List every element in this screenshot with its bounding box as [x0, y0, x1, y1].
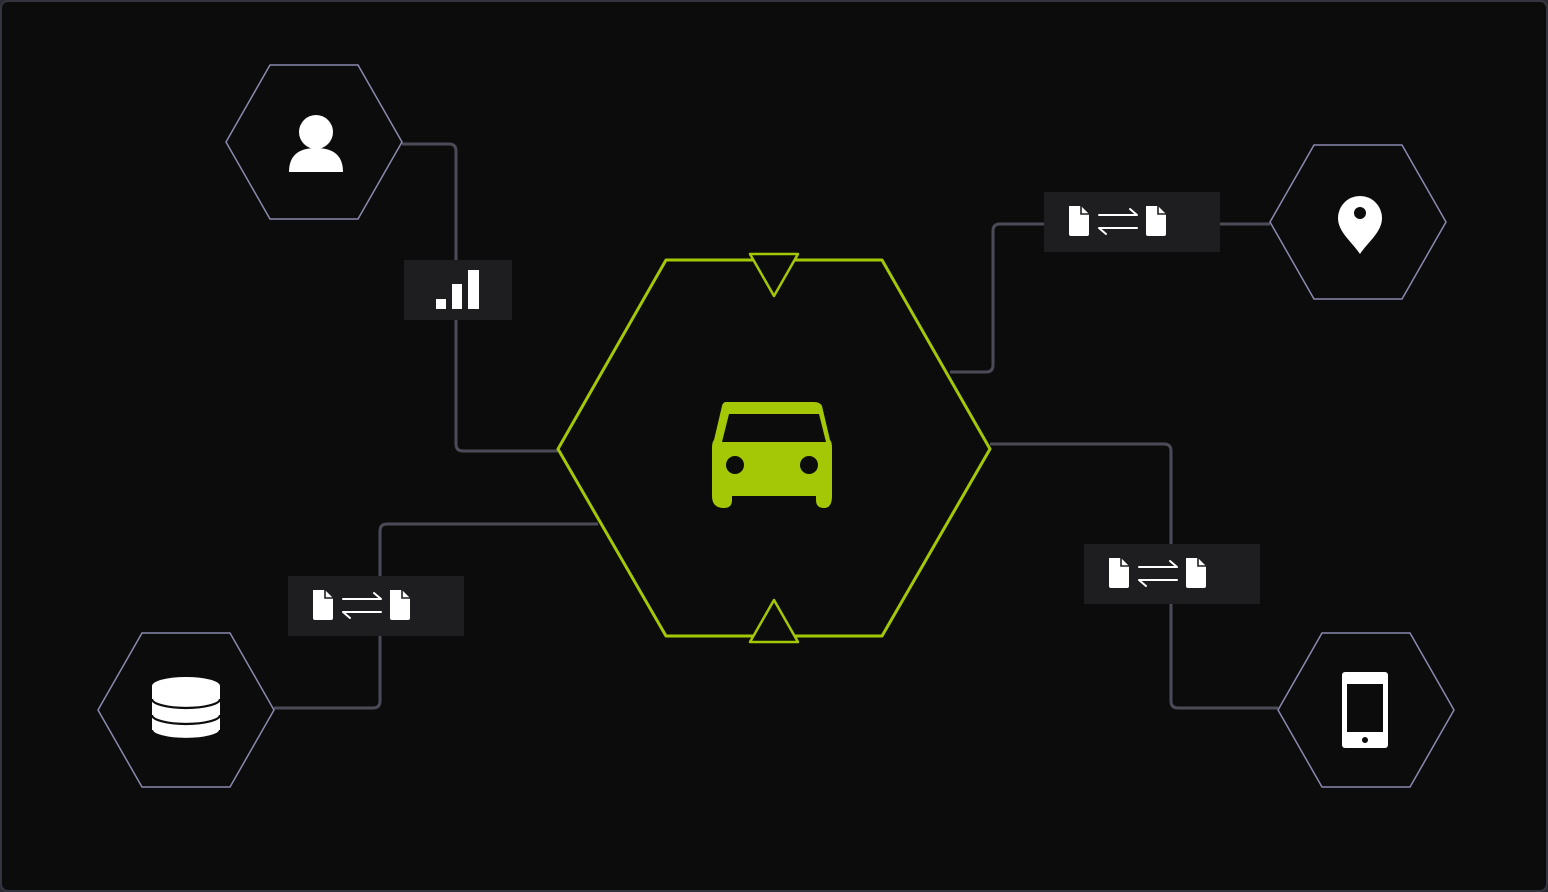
user-icon [289, 115, 343, 172]
database-icon [150, 677, 222, 741]
tablet-icon [1342, 672, 1388, 748]
map-pin-icon [1338, 196, 1382, 254]
central-hub[interactable] [556, 252, 992, 644]
edge-label-car-location[interactable] [1044, 192, 1220, 252]
signal-bars-icon [436, 270, 479, 309]
node-mobile[interactable] [1277, 632, 1455, 788]
top-port-triangle [748, 252, 800, 298]
bottom-port-triangle [748, 598, 800, 644]
node-database[interactable] [97, 632, 275, 788]
connector-car-location [950, 222, 1270, 374]
node-location[interactable] [1269, 144, 1447, 300]
edge-label-car-database[interactable] [288, 576, 464, 636]
edge-label-car-mobile[interactable] [1084, 544, 1260, 604]
edge-label-user-car[interactable] [404, 260, 512, 320]
car-icon [712, 402, 832, 508]
node-user[interactable] [225, 64, 403, 220]
